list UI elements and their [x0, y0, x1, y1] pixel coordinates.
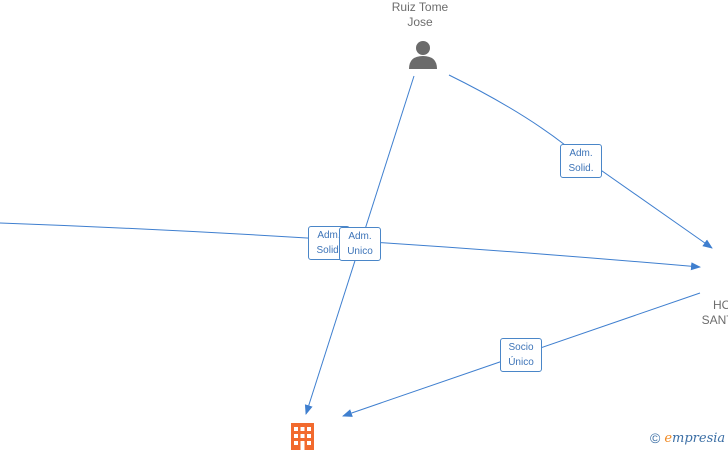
person-name-line1: Ruiz Tome — [391, 0, 449, 14]
edge-person-to-company-right — [448, 74, 713, 249]
empresia-watermark[interactable]: © empresia — [650, 430, 725, 446]
edge-label-socio-unico[interactable]: Socio Único — [500, 338, 542, 372]
edge-label-adm-unico[interactable]: Adm. Unico — [339, 227, 381, 261]
edge-label-line2: Solid. — [568, 163, 594, 174]
edge-label-line1: Adm. — [569, 148, 593, 159]
copyright-icon: © — [650, 430, 661, 446]
edge-label-adm-solid-right[interactable]: Adm. Solid. — [560, 144, 602, 178]
person-icon[interactable] — [409, 41, 437, 69]
edge-label-line2: Único — [508, 357, 534, 368]
person-name-label[interactable]: Ruiz Tome Jose — [380, 0, 460, 30]
edge-label-line1: Socio — [508, 342, 534, 353]
brand-name: mpresia — [672, 431, 726, 446]
brand-initial: e — [664, 431, 673, 446]
company-right-line1: HO — [713, 298, 728, 312]
edge-label-line2: Unico — [347, 246, 373, 257]
edge-label-line1: Adm. — [317, 230, 341, 241]
edge-label-line2: Solid. — [316, 245, 342, 256]
company-right-label[interactable]: HO SANT... — [692, 298, 728, 328]
edge-label-line1: Adm. — [348, 231, 372, 242]
building-icon[interactable] — [291, 423, 314, 450]
company-right-line2: SANT... — [701, 313, 728, 327]
person-name-line2: Jose — [407, 15, 433, 29]
brand-logo: empresia — [664, 430, 725, 446]
